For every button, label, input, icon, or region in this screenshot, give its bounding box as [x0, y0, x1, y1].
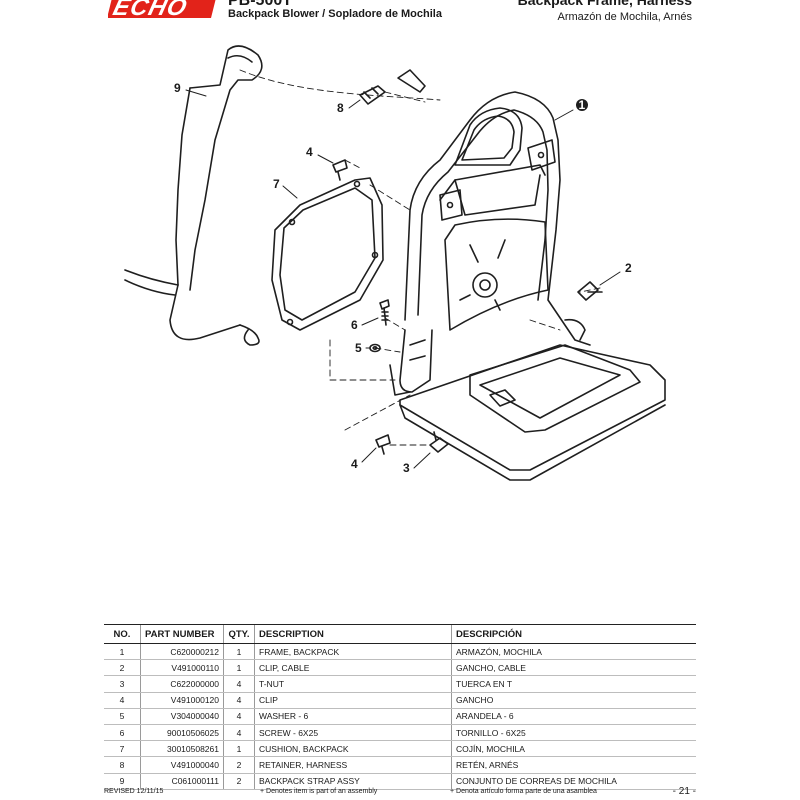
- row-description: CUSHION, BACKPACK: [254, 740, 452, 758]
- callout-9: 9: [174, 81, 181, 95]
- row-qty: 2: [223, 773, 255, 790]
- table-row: 1 C620000212 1 FRAME, BACKPACK ARMAZÓN, …: [104, 643, 696, 661]
- row-descripcion: ARMAZÓN, MOCHILA: [451, 643, 696, 661]
- row-descripcion: CONJUNTO DE CORREAS DE MOCHILA: [451, 773, 696, 790]
- table-row: 9 C061000111 2 BACKPACK STRAP ASSY CONJU…: [104, 773, 696, 790]
- callout-5: 5: [355, 341, 362, 355]
- row-qty: 4: [223, 708, 255, 725]
- col-description: DESCRIPTION: [254, 624, 452, 644]
- row-description: WASHER - 6: [254, 708, 452, 725]
- callout-3: 3: [403, 461, 410, 475]
- backpack-strap: [124, 45, 263, 346]
- row-no: 6: [104, 724, 141, 742]
- assembly-note-es: + Denota artículo forma parte de una asa…: [450, 788, 597, 795]
- row-qty: 4: [223, 692, 255, 709]
- row-no: 5: [104, 708, 141, 725]
- row-no: 1: [104, 643, 141, 661]
- callout-4-lower: 4: [351, 457, 358, 471]
- row-qty: 4: [223, 724, 255, 742]
- row-description: T-NUT: [254, 675, 452, 693]
- row-descripcion: GANCHO, CABLE: [451, 659, 696, 677]
- row-part-number: C620000212: [140, 643, 224, 661]
- row-no: 7: [104, 740, 141, 758]
- table-row: 5 V304000040 4 WASHER - 6 ARANDELA - 6: [104, 708, 696, 725]
- row-no: 9: [104, 773, 141, 790]
- row-no: 3: [104, 675, 141, 693]
- row-part-number: C622000000: [140, 675, 224, 693]
- row-qty: 2: [223, 756, 255, 774]
- t-nut: [429, 431, 449, 453]
- row-description: FRAME, BACKPACK: [254, 643, 452, 661]
- callout-leaders: [185, 89, 621, 469]
- clip-lower: [375, 434, 391, 455]
- section-title-es: Armazón de Mochila, Arnés: [557, 11, 692, 23]
- row-no: 8: [104, 756, 141, 774]
- table-row: 8 V491000040 2 RETAINER, HARNESS RETÉN, …: [104, 756, 696, 774]
- page-header: ECHO PB-500T Backpack Blower / Sopladore…: [0, 0, 800, 34]
- table-row: 3 C622000000 4 T-NUT TUERCA EN T: [104, 675, 696, 693]
- callout-6: 6: [351, 318, 358, 332]
- row-part-number: 90010506025: [140, 724, 224, 742]
- row-descripcion: COJÍN, MOCHILA: [451, 740, 696, 758]
- row-no: 4: [104, 692, 141, 709]
- table-row: 2 V491000110 1 CLIP, CABLE GANCHO, CABLE: [104, 659, 696, 677]
- row-descripcion: TUERCA EN T: [451, 675, 696, 693]
- row-description: SCREW - 6X25: [254, 724, 452, 742]
- backpack-cushion: [271, 177, 384, 331]
- callout-1-dot: [576, 99, 588, 111]
- revised-date: REVISED 12/11/15: [104, 788, 164, 795]
- callout-4-upper: 4: [306, 145, 313, 159]
- col-descripcion: DESCRIPCIÓN: [451, 624, 696, 644]
- product-subtitle: Backpack Blower / Sopladore de Mochila: [228, 8, 442, 20]
- row-description: CLIP: [254, 692, 452, 709]
- row-qty: 1: [223, 740, 255, 758]
- table-header-row: NO. PART NUMBER QTY. DESCRIPTION DESCRIP…: [104, 624, 696, 644]
- row-descripcion: TORNILLO - 6X25: [451, 724, 696, 742]
- clip-upper: [332, 159, 348, 181]
- model-number: PB-500T: [228, 0, 293, 9]
- screw: [379, 299, 390, 326]
- row-description: CLIP, CABLE: [254, 659, 452, 677]
- callout-2: 2: [625, 261, 632, 275]
- callouts: 9 8 1 4 7 2 6 5 4 3: [174, 81, 632, 475]
- row-part-number: V491000040: [140, 756, 224, 774]
- row-no: 2: [104, 659, 141, 677]
- table-row: 4 V491000120 4 CLIP GANCHO: [104, 692, 696, 709]
- row-part-number: V491000110: [140, 659, 224, 677]
- cable-clip: [577, 281, 603, 301]
- callout-7: 7: [273, 177, 280, 191]
- row-descripcion: ARANDELA - 6: [451, 708, 696, 725]
- table-row: 6 90010506025 4 SCREW - 6X25 TORNILLO - …: [104, 724, 696, 742]
- row-qty: 1: [223, 659, 255, 677]
- section-title-en: Backpack Frame, Harness: [517, 0, 692, 8]
- col-qty: QTY.: [223, 624, 255, 644]
- row-description: BACKPACK STRAP ASSY: [254, 773, 452, 790]
- row-part-number: V304000040: [140, 708, 224, 725]
- row-qty: 4: [223, 675, 255, 693]
- backpack-frame: [389, 91, 666, 481]
- col-no: NO.: [104, 624, 141, 644]
- row-description: RETAINER, HARNESS: [254, 756, 452, 774]
- svg-text:ECHO: ECHO: [110, 0, 190, 21]
- table-row: 7 30010508261 1 CUSHION, BACKPACK COJÍN,…: [104, 740, 696, 758]
- row-descripcion: GANCHO: [451, 692, 696, 709]
- exploded-parts-diagram: 9 8 1 4 7 2 6 5 4 3: [124, 45, 666, 481]
- callout-1: 1: [579, 98, 586, 112]
- row-descripcion: RETÉN, ARNÉS: [451, 756, 696, 774]
- assembly-note-en: + Denotes item is part of an assembly: [260, 788, 378, 795]
- echo-logo: ECHO: [108, 0, 218, 21]
- parts-table: NO. PART NUMBER QTY. DESCRIPTION DESCRIP…: [104, 624, 696, 790]
- col-part-number: PART NUMBER: [140, 624, 224, 644]
- callout-8: 8: [337, 101, 344, 115]
- page-number: - 21 -: [672, 786, 696, 797]
- row-part-number: 30010508261: [140, 740, 224, 758]
- retainer-harness: [359, 69, 426, 105]
- row-qty: 1: [223, 643, 255, 661]
- row-part-number: C061000111: [140, 773, 224, 790]
- row-part-number: V491000120: [140, 692, 224, 709]
